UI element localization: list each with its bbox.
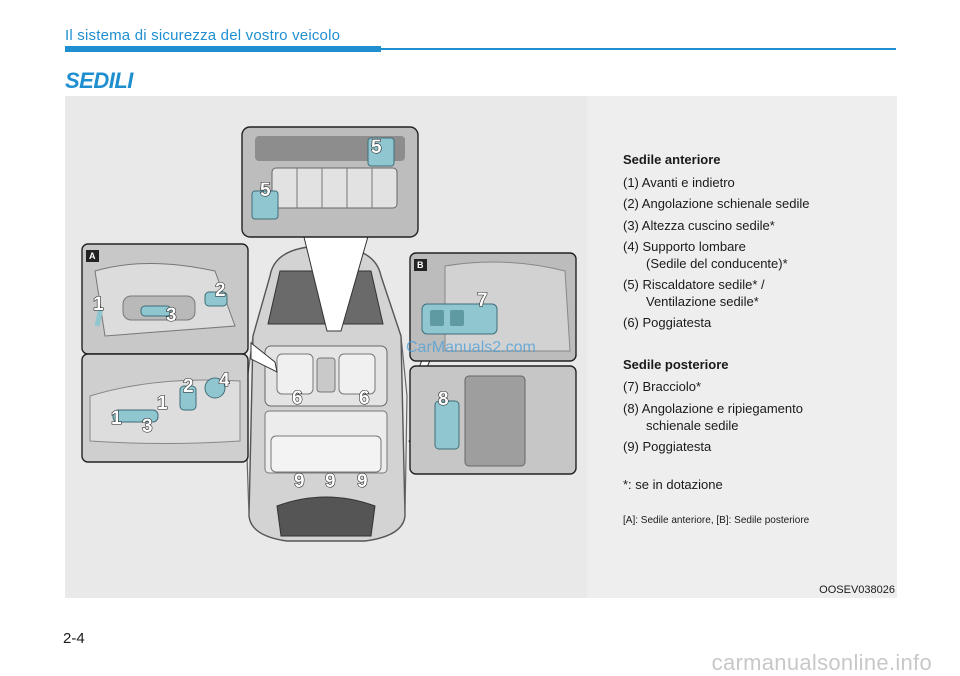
callout-5-right: 5 [371, 137, 382, 158]
callout-1-lower-left: 1 [111, 408, 122, 429]
inset-rear-armrest: B 7 [409, 252, 577, 362]
legend-panel-note: [A]: Sedile anteriore, [B]: Sedile poste… [623, 514, 810, 526]
legend-item: (7) Bracciolo* [623, 379, 702, 394]
header-title: Il sistema di sicurezza del vostro veico… [65, 27, 341, 44]
callout-7: 7 [477, 290, 488, 311]
callout-9-right: 9 [357, 471, 368, 492]
inset-console: 5 5 [241, 126, 419, 238]
header-rule-thin [381, 48, 896, 50]
callout-8: 8 [438, 389, 449, 410]
panel-label-b: B [417, 260, 424, 270]
legend-item: (2) Angolazione schienale sedile [623, 196, 810, 211]
panel-label-a: A [89, 251, 96, 261]
seat-diagram: 5 5 A 1 2 3 [81, 126, 577, 542]
legend: Sedile anteriore (1) Avanti e indietro (… [623, 149, 883, 528]
callout-3-lower: 3 [142, 416, 153, 437]
car-topview [244, 245, 408, 542]
inset-front-seat-lower: 1 1 2 3 4 [81, 353, 249, 463]
callout-2-upper: 2 [215, 280, 226, 301]
callout-6-right: 6 [359, 388, 370, 409]
legend-footnote: *: se in dotazione [623, 477, 723, 492]
legend-item: (3) Altezza cuscino sedile* [623, 217, 775, 233]
seat-figure: 5 5 A 1 2 3 [65, 96, 897, 598]
callout-6-left: 6 [292, 388, 303, 409]
legend-item: (9) Poggiatesta [623, 438, 712, 454]
callout-1-lower-right: 1 [157, 393, 168, 414]
callout-2-lower: 2 [183, 376, 194, 397]
legend-front-heading: Sedile anteriore [623, 152, 721, 167]
callout-3-upper: 3 [166, 305, 177, 326]
footer-brand: carmanualsonline.info [711, 650, 932, 675]
callout-9-center: 9 [325, 471, 336, 492]
header-rule-thick [65, 46, 381, 52]
inset-rear-seatback: 8 [409, 365, 577, 475]
figure-code: OOSEV038026 [819, 584, 895, 596]
section-title: SEDILI [65, 68, 133, 93]
callout-4: 4 [219, 370, 230, 391]
inset-front-seat-upper: A 1 2 3 [81, 243, 249, 355]
callout-1-upper: 1 [93, 294, 104, 315]
watermark: CarManuals2.com [406, 339, 536, 356]
seat-illustration: 5 5 A 1 2 3 [65, 96, 587, 598]
legend-item: (4) Supporto lombare(Sedile del conducen… [623, 239, 788, 271]
callout-9-left: 9 [294, 471, 305, 492]
page-number: 2-4 [63, 630, 85, 647]
legend-item: (5) Riscaldatore sedile* /Ventilazione s… [623, 277, 765, 309]
legend-item: (6) Poggiatesta [623, 315, 712, 330]
legend-item: (1) Avanti e indietro [623, 174, 735, 190]
callout-5-left: 5 [260, 180, 271, 201]
legend-rear-heading: Sedile posteriore [623, 356, 729, 372]
headrest-callouts: 6 6 9 9 9 [291, 387, 370, 492]
